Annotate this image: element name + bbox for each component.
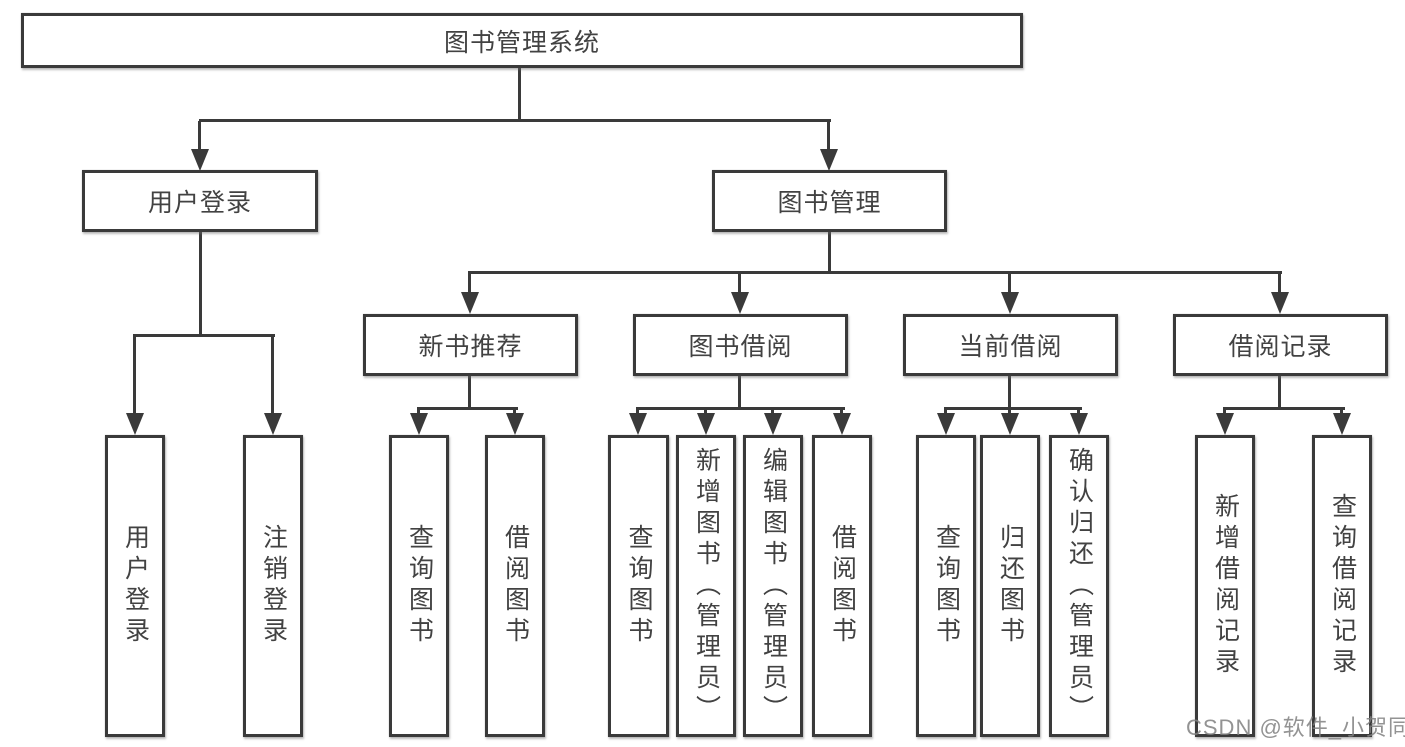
watermark: CSDN @软件_小贺同学: [1186, 715, 1405, 740]
leaf-label: 查询图书: [932, 524, 961, 648]
node-book-borrow: 图书借阅: [633, 314, 848, 376]
node-new-book-recommend: 新书推荐: [363, 314, 578, 376]
node-label: 新书推荐: [418, 333, 523, 361]
node-label: 用户登录: [147, 189, 252, 217]
leaf-query-books-2: 查询图书: [608, 435, 669, 737]
leaf-return-book: 归还图书: [980, 435, 1040, 737]
node-label: 图书管理: [777, 189, 882, 217]
leaf-query-books-3: 查询图书: [916, 435, 976, 737]
leaf-label: 确认归还（管理员）: [1065, 446, 1094, 726]
connector-line: [199, 230, 202, 337]
node-current-borrow: 当前借阅: [903, 314, 1118, 376]
arrow-down-leaf: [764, 409, 782, 435]
leaf-label: 新增借阅记录: [1211, 493, 1240, 679]
leaf-logout: 注销登录: [243, 435, 303, 737]
node-root: 图书管理系统: [21, 13, 1023, 68]
connector-line: [1223, 407, 1345, 410]
leaf-label: 新增图书（管理员）: [692, 446, 721, 726]
leaf-add-borrow-record: 新增借阅记录: [1195, 435, 1255, 737]
arrow-down-leaf-user-login: [126, 336, 144, 435]
leaf-label: 查询图书: [405, 524, 434, 648]
arrow-down-leaf: [937, 409, 955, 435]
leaf-label: 查询借阅记录: [1328, 493, 1357, 679]
leaf-label: 注销登录: [259, 524, 288, 648]
arrow-down-leaf-logout: [264, 336, 282, 435]
leaf-label: 用户登录: [121, 524, 150, 648]
node-book-management: 图书管理: [712, 170, 947, 232]
leaf-label: 查询图书: [625, 524, 653, 648]
leaf-add-book-admin: 新增图书（管理员）: [676, 435, 736, 737]
leaf-borrow-books-1: 借阅图书: [485, 435, 545, 737]
node-user-login: 用户登录: [82, 170, 318, 232]
connector-line: [417, 407, 518, 410]
connector-line: [828, 230, 831, 274]
node-label: 图书借阅: [688, 333, 793, 361]
node-root-label: 图书管理系统: [443, 28, 600, 57]
arrow-down-leaf: [629, 409, 647, 435]
connector-line: [636, 407, 845, 410]
connector-line: [944, 407, 1082, 410]
node-label: 当前借阅: [958, 333, 1063, 361]
arrow-down-leaf: [1001, 409, 1019, 435]
arrow-down-leaf: [410, 409, 428, 435]
connector-line: [1278, 374, 1281, 410]
arrow-down-leaf: [1216, 409, 1234, 435]
arrow-down-leaf: [1333, 409, 1351, 435]
arrow-down-leaf: [506, 409, 524, 435]
arrow-down-leaf: [833, 409, 851, 435]
node-label: 借阅记录: [1228, 333, 1333, 361]
leaf-user-login: 用户登录: [105, 435, 165, 737]
arrow-down-book-borrow: [731, 273, 749, 314]
leaf-borrow-books-2: 借阅图书: [812, 435, 872, 737]
leaf-label: 借阅图书: [828, 524, 857, 648]
node-borrow-records: 借阅记录: [1173, 314, 1388, 376]
arrow-down-borrow-records: [1271, 273, 1289, 314]
arrow-down-new-book-recommend: [461, 273, 479, 314]
leaf-confirm-return-admin: 确认归还（管理员）: [1049, 435, 1109, 737]
leaf-query-borrow-record: 查询借阅记录: [1312, 435, 1372, 737]
connector-line: [738, 374, 741, 410]
arrow-down-user-login: [191, 121, 209, 171]
arrow-down-book-management: [820, 121, 838, 171]
arrow-down-current-borrow: [1001, 273, 1019, 314]
leaf-query-books-1: 查询图书: [389, 435, 449, 737]
leaf-label: 编辑图书（管理员）: [759, 446, 788, 726]
connector-line: [133, 334, 275, 337]
connector-line: [199, 119, 831, 122]
leaf-edit-book-admin: 编辑图书（管理员）: [743, 435, 803, 737]
leaf-label: 归还图书: [996, 524, 1025, 648]
arrow-down-leaf: [1070, 409, 1088, 435]
connector-line: [468, 374, 471, 410]
leaf-label: 借阅图书: [501, 524, 530, 648]
connector-line: [518, 67, 521, 122]
connector-line: [1008, 374, 1011, 410]
arrow-down-leaf: [697, 409, 715, 435]
connector-line: [468, 271, 1282, 274]
